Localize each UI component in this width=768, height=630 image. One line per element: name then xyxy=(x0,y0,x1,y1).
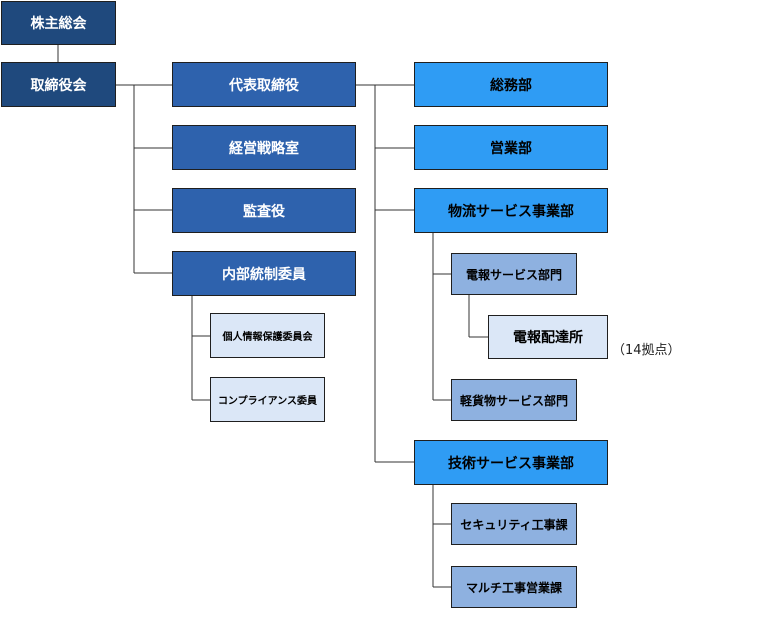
general-affairs-label: 総務部 xyxy=(490,77,532,94)
security-works-box: セキュリティ工事課 xyxy=(451,503,577,545)
sales-box: 営業部 xyxy=(414,125,608,170)
compliance-committee-box: コンプライアンス委員 xyxy=(210,377,325,422)
multi-works-sales-label: マルチ工事営業課 xyxy=(465,580,562,595)
logistics-services-label: 物流サービス事業部 xyxy=(448,203,574,220)
sales-label: 営業部 xyxy=(490,140,532,157)
general-affairs-box: 総務部 xyxy=(414,62,608,107)
logistics-services-box: 物流サービス事業部 xyxy=(414,188,608,233)
board-of-directors-label: 取締役会 xyxy=(30,77,87,94)
management-strategy-office-box: 経営戦略室 xyxy=(172,125,356,170)
security-works-label: セキュリティ工事課 xyxy=(460,517,568,532)
management-strategy-office-label: 経営戦略室 xyxy=(229,140,299,157)
telegram-offices-box: 電報配達所 xyxy=(488,315,608,359)
light-cargo-services-box: 軽貨物サービス部門 xyxy=(451,379,577,421)
shareholders-meeting-box: 株主総会 xyxy=(1,1,116,45)
multi-works-sales-box: マルチ工事営業課 xyxy=(451,566,577,608)
compliance-committee-label: コンプライアンス委員 xyxy=(217,396,318,407)
board-of-directors-box: 取締役会 xyxy=(1,62,116,107)
auditor-box: 監査役 xyxy=(172,188,356,233)
privacy-committee-box: 個人情報保護委員会 xyxy=(210,313,325,358)
technical-services-label: 技術サービス事業部 xyxy=(448,455,574,472)
telegram-offices-note: （14拠点） xyxy=(612,343,681,358)
representative-director-label: 代表取締役 xyxy=(229,77,299,94)
technical-services-box: 技術サービス事業部 xyxy=(414,440,608,485)
internal-control-committee-label: 内部統制委員 xyxy=(222,266,306,283)
auditor-label: 監査役 xyxy=(243,203,285,220)
privacy-committee-label: 個人情報保護委員会 xyxy=(222,332,313,343)
shareholders-meeting-label: 株主総会 xyxy=(30,16,87,32)
telegram-offices-label: 電報配達所 xyxy=(513,330,583,346)
light-cargo-services-label: 軽貨物サービス部門 xyxy=(459,393,568,408)
telegram-services-box: 電報サービス部門 xyxy=(451,253,577,295)
telegram-services-label: 電報サービス部門 xyxy=(465,267,562,282)
internal-control-committee-box: 内部統制委員 xyxy=(172,251,356,296)
representative-director-box: 代表取締役 xyxy=(172,62,356,107)
